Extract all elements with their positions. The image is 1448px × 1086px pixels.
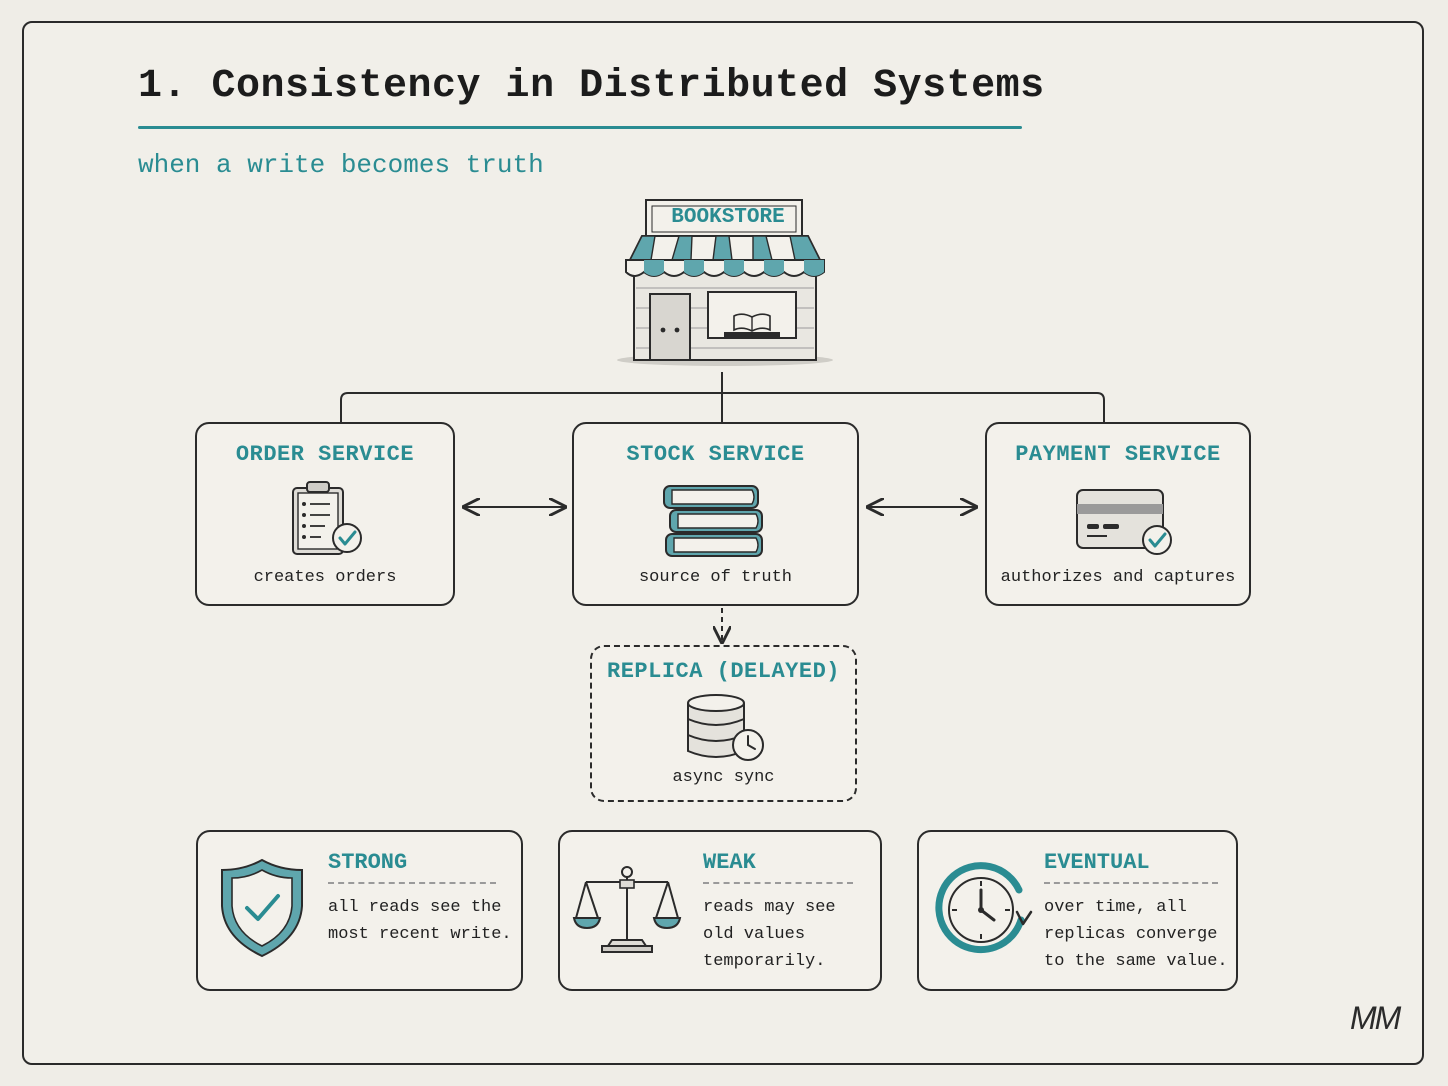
- strong-divider: [328, 882, 496, 884]
- payment-service-title: PAYMENT SERVICE: [1015, 442, 1221, 467]
- strong-desc: all reads see the most recent write.: [328, 898, 512, 944]
- eventual-divider: [1044, 882, 1218, 884]
- clipboard-check-icon: [292, 481, 362, 555]
- payment-service-box: PAYMENT SERVICE authorizes and captures: [985, 422, 1251, 606]
- replica-box: REPLICA (DELAYED) async sync: [590, 645, 857, 802]
- stock-service-desc: source of truth: [638, 568, 793, 587]
- store-to-services-connector: [340, 372, 1105, 422]
- stock-service-title: STOCK SERVICE: [626, 442, 805, 467]
- stock-service-box: STOCK SERVICE source of truth: [572, 422, 859, 606]
- strong-consistency-card: STRONG all reads see the most recent wri…: [196, 830, 523, 991]
- diagram-subtitle: when a write becomes truth: [138, 150, 544, 180]
- diagram-title: 1. Consistency in Distributed Systems: [138, 64, 1045, 109]
- weak-desc: reads may see old values temporarily.: [703, 898, 836, 971]
- database-clock-icon: [687, 694, 764, 761]
- weak-title: WEAK: [703, 850, 756, 875]
- title-underline: [138, 126, 1022, 129]
- strong-title: STRONG: [328, 850, 408, 875]
- payment-service-desc: authorizes and captures: [1000, 568, 1236, 587]
- shield-check-icon: [221, 858, 303, 958]
- credit-card-check-icon: [1076, 489, 1172, 555]
- order-service-desc: creates orders: [253, 568, 397, 587]
- replica-desc: async sync: [672, 768, 775, 787]
- balance-scale-icon: [572, 866, 682, 953]
- weak-divider: [703, 882, 853, 884]
- clock-cycle-icon: [935, 862, 1033, 954]
- bookstore-sign-label: BOOKSTORE: [671, 206, 785, 229]
- eventual-title: EVENTUAL: [1044, 850, 1150, 875]
- book-stack-icon: [663, 485, 763, 557]
- eventual-desc: over time, all replicas converge to the …: [1044, 898, 1228, 971]
- bookstore-icon: [617, 199, 833, 366]
- eventual-consistency-card: EVENTUAL over time, all replicas converg…: [917, 830, 1238, 991]
- author-signature: MM: [1350, 1000, 1401, 1036]
- order-service-box: ORDER SERVICE creates orders: [195, 422, 455, 606]
- weak-consistency-card: WEAK reads may see old values temporaril…: [558, 830, 882, 991]
- replica-title: REPLICA (DELAYED): [607, 659, 840, 684]
- order-service-title: ORDER SERVICE: [235, 442, 415, 467]
